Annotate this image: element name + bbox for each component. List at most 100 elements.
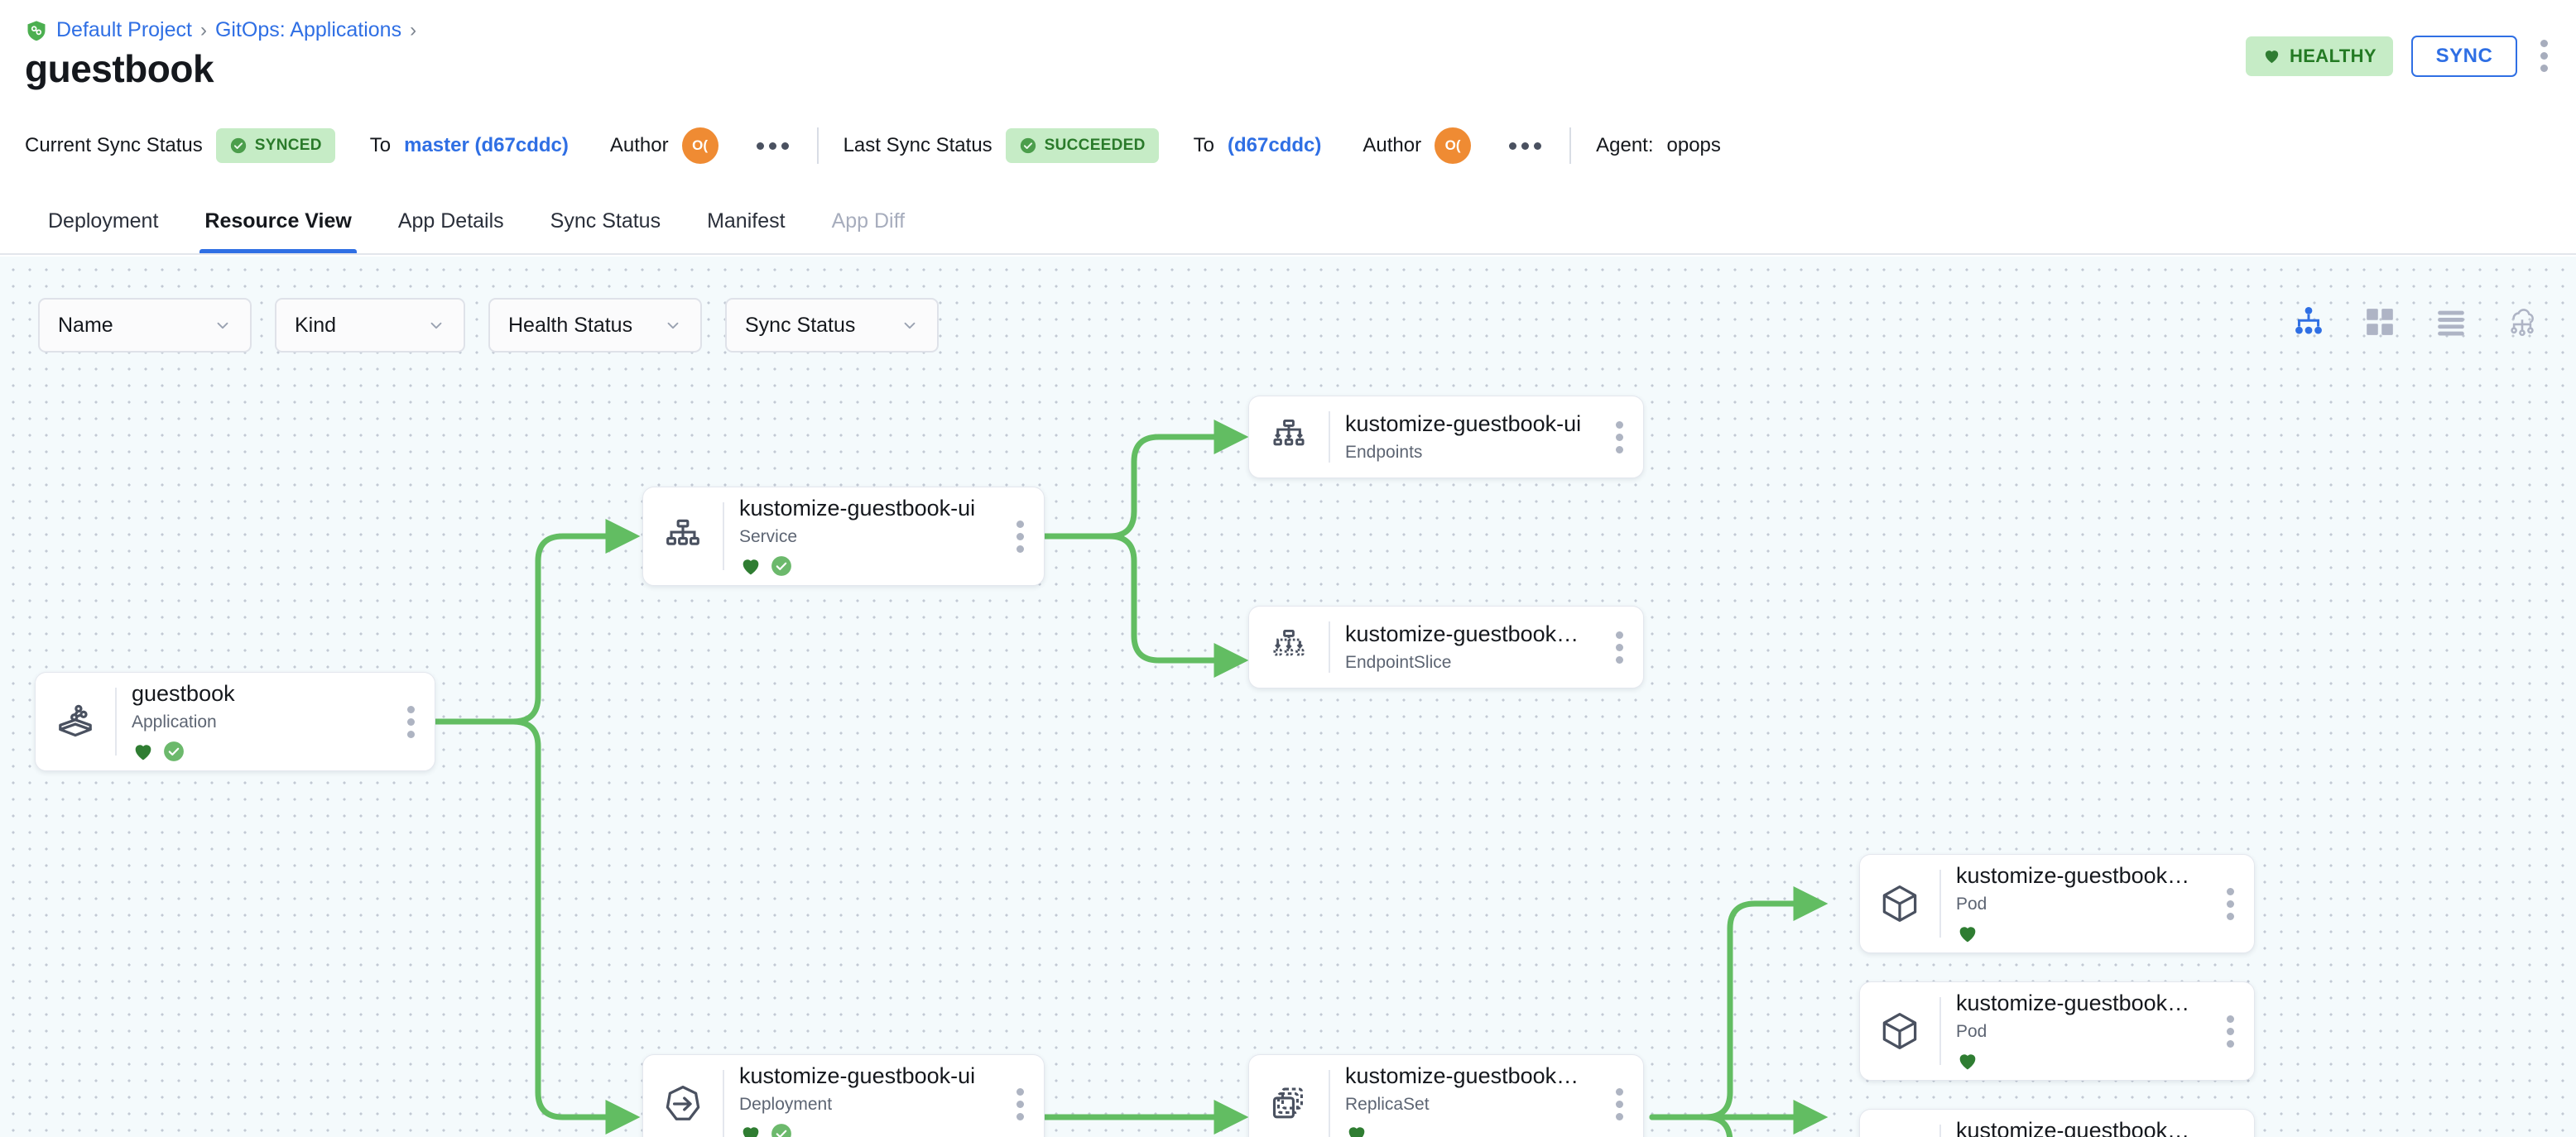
node-overflow-menu-icon[interactable] (1595, 1087, 1643, 1120)
graph-node-service[interactable]: kustomize-guestbook-ui Service (642, 487, 1045, 586)
last-author-avatar[interactable]: O( (1435, 127, 1472, 164)
node-overflow-menu-icon[interactable] (387, 705, 435, 738)
node-kind: Service (739, 526, 798, 546)
tab-resource-view[interactable]: Resource View (181, 189, 374, 253)
current-sync-status-pill: SYNCED (215, 128, 335, 163)
tab-manifest[interactable]: Manifest (707, 209, 786, 233)
pod-icon (1860, 982, 1939, 1080)
node-kind: Endpoints (1345, 443, 1423, 462)
last-revision-link[interactable]: (d67cddc) (1228, 134, 1322, 156)
check-circle-icon (229, 137, 248, 155)
edge-app-to-service (431, 519, 641, 725)
last-sync-status-label: Last Sync Status (843, 134, 992, 156)
tab-app-diff: App Diff (831, 209, 906, 233)
sync-status-bar: Current Sync Status SYNCED To master (d6… (0, 116, 2576, 175)
resource-graph-canvas[interactable]: Name Kind Health Status Sync Status (0, 257, 2576, 1137)
list-view-icon[interactable] (2432, 303, 2470, 341)
graph-node-application[interactable]: guestbook Application (35, 672, 435, 771)
chevron-down-icon (427, 316, 445, 334)
graph-node-pod-1[interactable]: kustomize-guestbook-ui-… Pod (1859, 854, 2255, 953)
grid-view-icon[interactable] (2361, 303, 2399, 341)
current-sync-more-icon[interactable] (753, 136, 792, 156)
node-status-icons (739, 554, 984, 578)
status-divider-1 (816, 127, 819, 164)
filter-kind[interactable]: Kind (275, 298, 465, 353)
graph-node-pod-3[interactable]: kustomize-guestbook-ui-… Pod (1859, 1109, 2255, 1137)
pod-icon (1860, 855, 1939, 952)
application-icon (36, 673, 115, 770)
current-sync-status-pill-label: SYNCED (254, 137, 322, 154)
graph-node-replicaset[interactable]: kustomize-guestbook-ui-… ReplicaSet (1248, 1054, 1644, 1137)
filter-health-status-label: Health Status (508, 313, 633, 337)
project-shield-icon (25, 19, 48, 42)
heart-icon (1956, 1049, 1979, 1072)
node-kind: Pod (1956, 1021, 1987, 1041)
node-overflow-menu-icon[interactable] (2206, 1015, 2254, 1048)
sync-button[interactable]: SYNC (2411, 35, 2517, 77)
chevron-down-icon (901, 316, 919, 334)
breadcrumb-item-gitops-applications[interactable]: GitOps: Applications (214, 18, 402, 41)
node-title: kustomize-guestbook-ui (1345, 411, 1582, 436)
node-overflow-menu-icon[interactable] (996, 520, 1044, 553)
current-sync-status-label: Current Sync Status (25, 134, 203, 156)
node-status-icons (1345, 1122, 1584, 1137)
edge-app-to-deployment (431, 718, 641, 1135)
heart-icon (1345, 1122, 1368, 1137)
node-overflow-menu-icon[interactable] (2206, 887, 2254, 920)
node-body: kustomize-guestbook-ui-… Pod (1941, 1118, 2206, 1137)
sync-check-icon (771, 1123, 792, 1137)
heart-icon (739, 554, 762, 578)
node-status-icons (1956, 1049, 2194, 1072)
node-overflow-menu-icon[interactable] (1595, 631, 1643, 664)
cloud-topology-icon[interactable] (2503, 303, 2541, 341)
filter-name[interactable]: Name (38, 298, 252, 353)
node-divider (1329, 1070, 1330, 1137)
edge-service-to-endpoints (1041, 420, 1249, 540)
tab-app-details[interactable]: App Details (397, 209, 504, 233)
pod-icon (1860, 1110, 1939, 1137)
filter-health-status[interactable]: Health Status (488, 298, 702, 353)
node-body: kustomize-guestbook-ui-… Pod (1941, 991, 2206, 1072)
heart-icon (2262, 46, 2281, 65)
node-title: kustomize-guestbook-ui (739, 495, 976, 521)
node-divider (115, 688, 117, 756)
graph-node-endpointslice[interactable]: kustomize-guestbook-ui-… EndpointSlice (1248, 606, 1644, 688)
node-title: kustomize-guestbook-ui-… (1956, 990, 2194, 1015)
header-actions: HEALTHY SYNC (2245, 35, 2553, 77)
current-revision-link[interactable]: master (d67cddc) (404, 134, 569, 156)
last-sync-status-pill-label: SUCCEEDED (1044, 137, 1146, 154)
node-divider (1329, 621, 1330, 673)
view-mode-switcher (2290, 303, 2541, 341)
node-divider (723, 502, 724, 570)
endpoints-icon (1249, 396, 1329, 477)
tab-deployment[interactable]: Deployment (48, 209, 159, 233)
node-status-icons (132, 740, 375, 763)
filter-sync-status[interactable]: Sync Status (725, 298, 939, 353)
node-kind: EndpointSlice (1345, 653, 1452, 672)
node-status-icons (739, 1122, 984, 1137)
node-overflow-menu-icon[interactable] (996, 1087, 1044, 1120)
service-icon (643, 487, 723, 585)
heart-icon (1956, 922, 1979, 945)
agent-value: opops (1666, 134, 1721, 156)
graph-node-deployment[interactable]: kustomize-guestbook-ui Deployment (642, 1054, 1045, 1137)
node-divider (1939, 1125, 1941, 1137)
sync-check-icon (771, 555, 792, 577)
node-kind: Deployment (739, 1094, 833, 1114)
node-overflow-menu-icon[interactable] (1595, 420, 1643, 453)
health-status-badge: HEALTHY (2245, 36, 2393, 76)
current-author-avatar[interactable]: O( (681, 127, 718, 164)
header-overflow-menu-icon[interactable] (2535, 35, 2553, 77)
last-author-label: Author (1362, 134, 1422, 156)
current-to-label: To (369, 134, 392, 156)
graph-node-endpoints[interactable]: kustomize-guestbook-ui Endpoints (1248, 396, 1644, 478)
tree-view-icon[interactable] (2290, 303, 2328, 341)
graph-node-pod-2[interactable]: kustomize-guestbook-ui-… Pod (1859, 981, 2255, 1081)
node-divider (1329, 411, 1330, 463)
edge-replicaset-to-pod3 (1649, 1114, 1733, 1137)
tab-sync-status[interactable]: Sync Status (550, 209, 661, 233)
current-author-label: Author (609, 134, 669, 156)
breadcrumb-separator-2: › (410, 18, 417, 41)
last-sync-more-icon[interactable] (1506, 136, 1545, 156)
breadcrumb-item-default-project[interactable]: Default Project (56, 18, 192, 41)
